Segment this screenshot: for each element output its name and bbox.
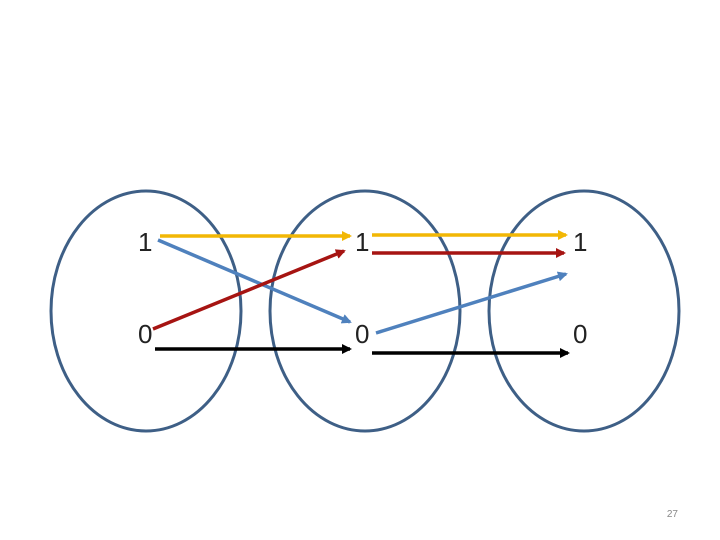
group1-one-label: 1 — [138, 227, 152, 257]
group3-zero-label: 0 — [573, 319, 587, 349]
group3-one-label: 1 — [573, 227, 587, 257]
page-number: 27 — [666, 509, 678, 520]
group2-one-label: 1 — [355, 227, 369, 257]
edge-blue-g1-one-g2-zero — [157, 238, 352, 324]
group2-zero-label: 0 — [355, 319, 369, 349]
edge-blue-g2-zero-g3-one — [375, 271, 568, 335]
group2-ellipse — [268, 189, 462, 433]
group3-ellipse — [487, 189, 681, 433]
edge-red-g1-zero-g2-one — [152, 249, 346, 331]
group1-ellipse — [49, 189, 243, 433]
group1-zero-label: 0 — [138, 319, 152, 349]
